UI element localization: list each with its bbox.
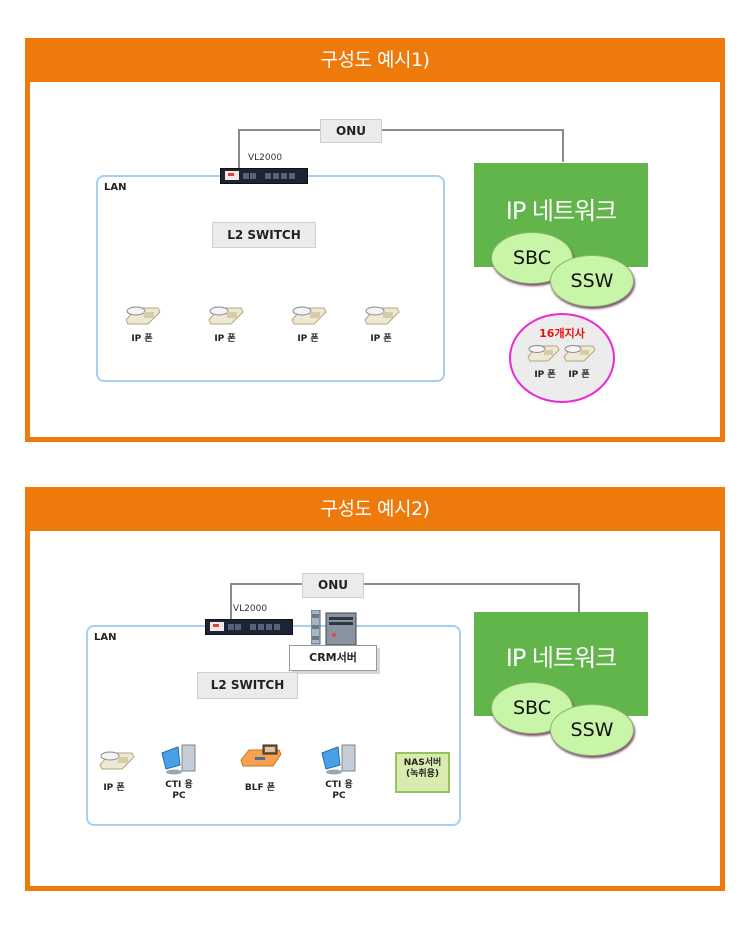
diagram-panel-2: 구성도 예시2) LAN ONU VL2000 — [25, 487, 725, 891]
server-icon — [310, 609, 361, 650]
diagram-body: LAN ONU VL2000 CRM서버 L2 SWITCH IP 폰 — [30, 531, 720, 886]
ip-phone-icon — [525, 343, 561, 367]
ip-phone-icon — [122, 304, 162, 330]
ssw-node: SSW — [550, 704, 634, 756]
diagram-title: 구성도 예시1) — [320, 49, 430, 71]
ssw-node: SSW — [550, 255, 634, 307]
lan-area — [96, 175, 445, 382]
device-label: BLF 폰 — [244, 783, 276, 793]
branch-offices-group: 16개지사 IP 폰 IP 폰 — [509, 313, 615, 403]
diagram-body: LAN ONU VL2000 L2 SWITCH IP 폰 IP 폰 IP 폰 … — [30, 82, 720, 437]
diagram-title: 구성도 예시2) — [320, 498, 430, 520]
lan-area — [86, 625, 461, 826]
ip-phone-icon — [96, 749, 136, 775]
crm-server-box: CRM서버 — [289, 645, 377, 671]
device-label: IP 폰 — [214, 334, 236, 344]
l2-switch-box: L2 SWITCH — [212, 222, 316, 248]
onu-box: ONU — [302, 573, 364, 598]
l2-switch-box: L2 SWITCH — [197, 672, 298, 699]
device-label: IP 폰 — [297, 334, 319, 344]
device-label: IP 폰 — [370, 334, 392, 344]
ip-phone-icon — [205, 304, 245, 330]
blf-phone-icon — [239, 744, 283, 774]
branch-title: 16개지사 — [539, 327, 585, 340]
ip-network-label: IP 네트워크 — [505, 197, 618, 225]
link-onu-ipnetwork — [363, 583, 580, 613]
device-label: CTI 용 PC — [165, 780, 193, 801]
lan-label: LAN — [104, 182, 127, 193]
vl2000-router-icon — [220, 168, 308, 184]
vl2000-router-icon — [205, 619, 293, 635]
link-router-onu — [230, 583, 303, 619]
router-label: VL2000 — [248, 153, 283, 163]
ip-network-label: IP 네트워크 — [505, 644, 618, 672]
router-label: VL2000 — [233, 604, 268, 614]
diagram-panel-1: 구성도 예시1) LAN ONU VL2000 L2 SWITCH — [25, 38, 725, 442]
ip-phone-icon — [288, 304, 328, 330]
device-label: IP 폰 — [103, 783, 125, 793]
pc-icon — [160, 743, 200, 779]
link-onu-ipnetwork — [382, 129, 564, 162]
device-label: IP 폰 — [534, 370, 556, 380]
nas-server-box: NAS서버 (녹취용) — [395, 752, 450, 793]
pc-icon — [320, 743, 360, 779]
ip-phone-icon — [361, 304, 401, 330]
device-label: IP 폰 — [131, 334, 153, 344]
device-label: IP 폰 — [568, 370, 590, 380]
lan-label: LAN — [94, 632, 117, 643]
device-label: CTI 용 PC — [325, 780, 353, 801]
ip-phone-icon — [561, 343, 597, 367]
link-router-onu — [238, 129, 320, 170]
onu-box: ONU — [320, 119, 382, 143]
